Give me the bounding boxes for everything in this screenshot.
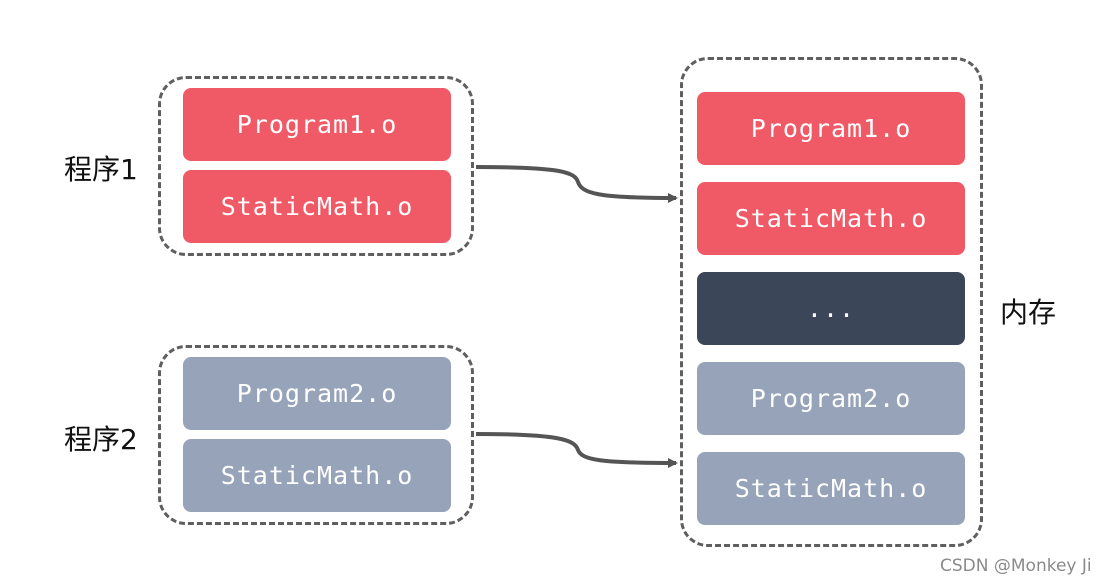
memory-ellipsis-block: ... [697, 272, 965, 345]
program2-object-block: Program2.o [183, 357, 451, 430]
memory-staticmath1-block: StaticMath.o [697, 182, 965, 255]
program1-label: 程序1 [64, 153, 138, 186]
program1-object-block: Program1.o [183, 88, 451, 161]
memory-label: 内存 [1000, 296, 1057, 329]
program1-object-label: Program1.o [236, 110, 398, 139]
program2-staticmath-block: StaticMath.o [183, 439, 451, 512]
memory-program2-block: Program2.o [697, 362, 965, 435]
program2-container [158, 345, 474, 525]
program1-container [158, 76, 474, 256]
program2-object-label: Program2.o [236, 379, 398, 408]
memory-program1-label: Program1.o [750, 114, 912, 143]
memory-container [680, 57, 983, 547]
memory-program1-block: Program1.o [697, 92, 965, 165]
program1-to-memory-arrow [475, 165, 678, 203]
watermark: CSDN @Monkey Ji [940, 556, 1092, 576]
memory-staticmath2-block: StaticMath.o [697, 452, 965, 525]
program1-staticmath-label: StaticMath.o [220, 192, 414, 221]
memory-staticmath2-label: StaticMath.o [734, 474, 928, 503]
memory-ellipsis-label: ... [806, 294, 856, 323]
memory-staticmath1-label: StaticMath.o [734, 204, 928, 233]
program2-to-memory-arrow [475, 432, 678, 468]
program2-staticmath-label: StaticMath.o [220, 461, 414, 490]
program2-label: 程序2 [64, 423, 138, 456]
memory-program2-label: Program2.o [750, 384, 912, 413]
program1-staticmath-block: StaticMath.o [183, 170, 451, 243]
